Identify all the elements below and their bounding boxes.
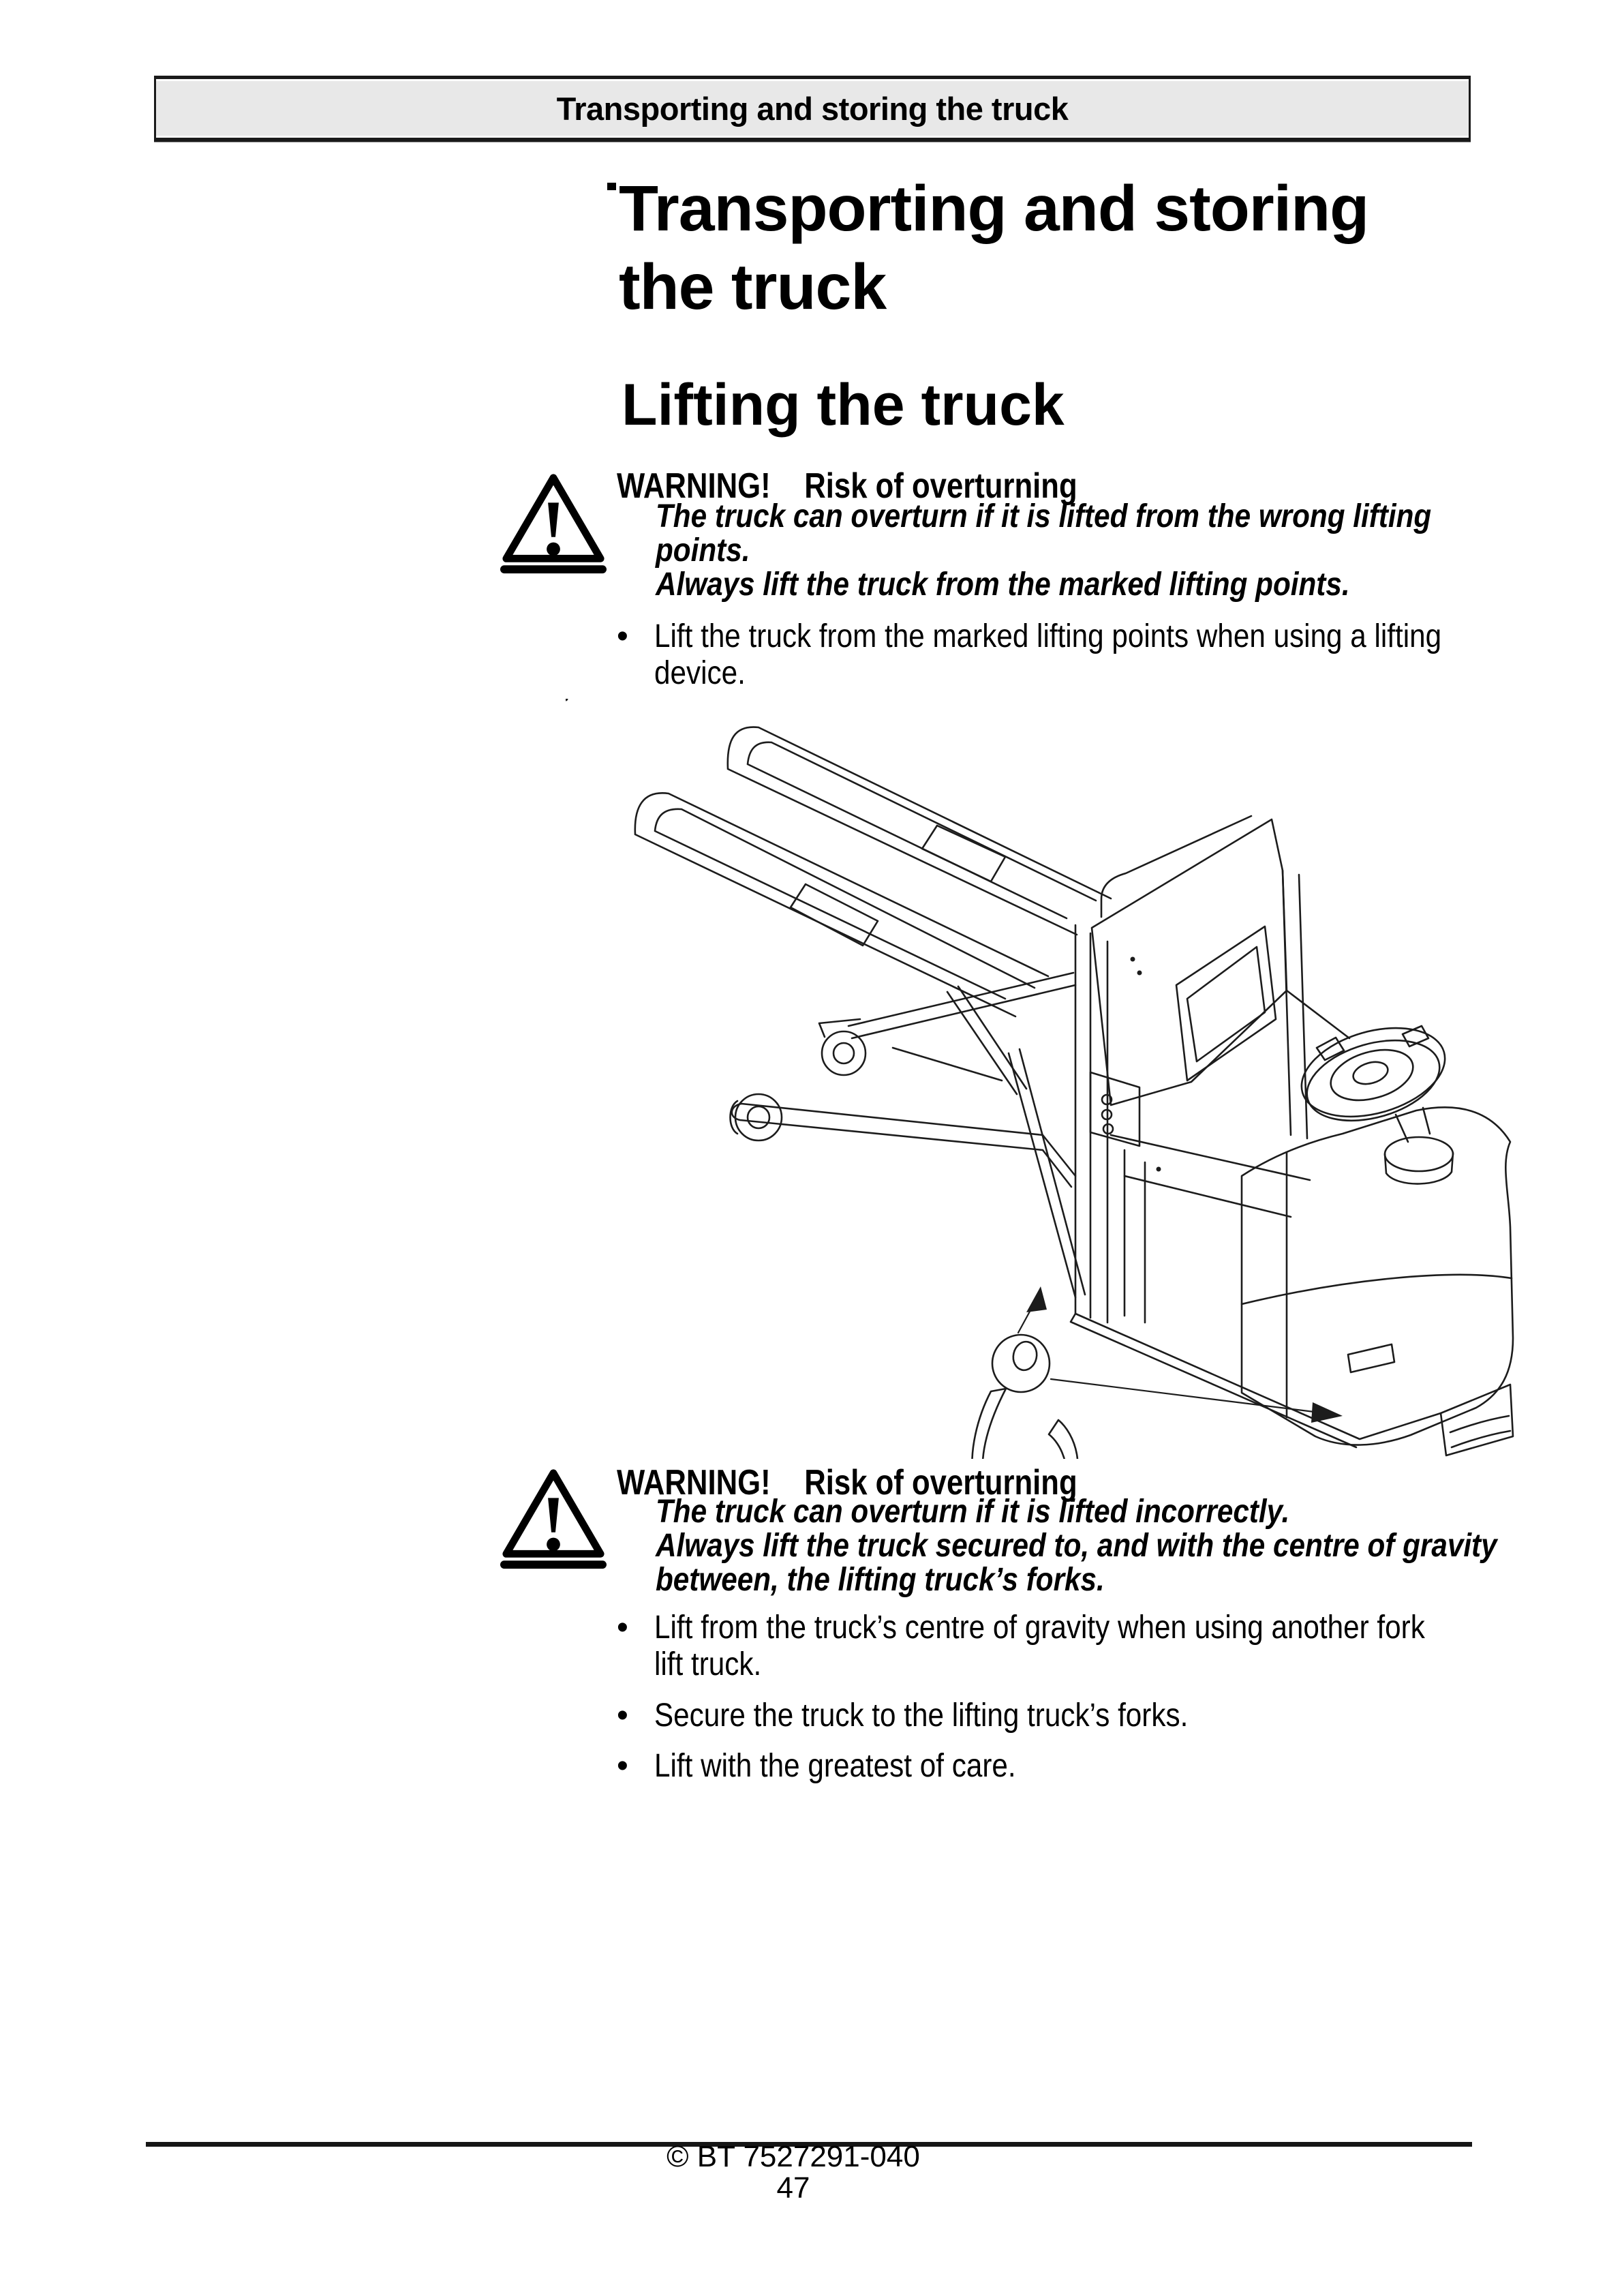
lift-linkage — [731, 971, 1086, 1299]
lifting-point-arrows — [1017, 1286, 1343, 1423]
list-item-line: Lift from the truck’s centre of gravity … — [654, 1610, 1425, 1646]
lifting-point-arrowhead-right — [1311, 1402, 1343, 1423]
list-item-line: Secure the truck to the lifting truck’s … — [654, 1697, 1189, 1734]
list-item-line: lift truck. — [654, 1646, 762, 1682]
list-item: Lift from the truck’s centre of gravity … — [654, 1610, 1425, 1683]
warning1-heading: WARNING! Risk of overturning — [617, 468, 1077, 504]
motor-hood — [1240, 1106, 1514, 1457]
list-item: Secure the truck to the lifting truck’s … — [654, 1697, 1188, 1734]
chapter-title: Transporting and storing the truck — [619, 170, 1369, 327]
running-header-text: Transporting and storing the truck — [556, 90, 1069, 127]
list-item: Lift with the greatest of care. — [654, 1748, 1016, 1785]
chapter-title-line2: the truck — [619, 251, 887, 323]
warning1-emphasis-line: Always lift the truck from the marked li… — [656, 567, 1350, 603]
crane-hook — [971, 1333, 1079, 1459]
forks — [634, 726, 1112, 1018]
list-item-line: Lift the truck from the marked lifting p… — [654, 618, 1442, 654]
footer-page-number: 47 — [776, 2171, 810, 2205]
warning2-emphasis-line: The truck can overturn if it is lifted i… — [656, 1494, 1290, 1530]
bullet-marker: • — [617, 1697, 628, 1734]
warning-triangle-icon — [500, 1469, 607, 1569]
bullet-marker: • — [617, 618, 628, 654]
footer-copyright: © BT 7527291-040 — [667, 2140, 920, 2173]
list-item-line: device. — [654, 655, 746, 691]
warning1-emphasis: The truck can overturn if it is lifted f… — [656, 500, 1431, 602]
warning2-heading: WARNING! Risk of overturning — [617, 1465, 1077, 1500]
bullet-marker: • — [617, 1748, 628, 1784]
chassis-bottom — [1069, 1312, 1442, 1449]
bullet-marker: • — [617, 1610, 628, 1646]
page-footer: © BT 7527291-040 47 — [146, 2141, 1441, 2204]
warning2-emphasis-line: Always lift the truck secured to, and wi… — [656, 1528, 1497, 1564]
list-item: Lift the truck from the marked lifting p… — [654, 618, 1441, 692]
section-heading: Lifting the truck — [622, 372, 1065, 438]
list-item-line: Lift with the greatest of care. — [654, 1748, 1016, 1784]
footer-rule — [146, 2142, 1472, 2147]
lifting-point-arrow-right — [1050, 1378, 1315, 1413]
caster-wheels — [729, 1018, 867, 1142]
truck-illustration — [566, 699, 1514, 1459]
warning2-label: WARNING! — [617, 1463, 771, 1502]
steering-wheel — [1300, 1025, 1454, 1185]
warning2-emphasis: The truck can overturn if it is lifted i… — [656, 1495, 1497, 1597]
warning1-label: WARNING! — [617, 466, 771, 506]
warning2-emphasis-line: between, the lifting truck’s forks. — [656, 1562, 1105, 1598]
running-header-bar: Transporting and storing the truck — [154, 76, 1471, 142]
title-superscript-mark — [607, 183, 616, 190]
lifting-point-arrowhead-up — [1026, 1286, 1047, 1312]
warning-triangle-icon — [500, 474, 607, 574]
warning1-emphasis-line: The truck can overturn if it is lifted f… — [656, 498, 1432, 534]
warning1-emphasis-line: points. — [656, 532, 750, 569]
warning1-subject: Risk of overturning — [804, 466, 1077, 506]
mast — [566, 699, 1351, 1324]
chapter-title-line1: Transporting and storing — [619, 172, 1369, 245]
warning2-subject: Risk of overturning — [804, 1463, 1077, 1502]
